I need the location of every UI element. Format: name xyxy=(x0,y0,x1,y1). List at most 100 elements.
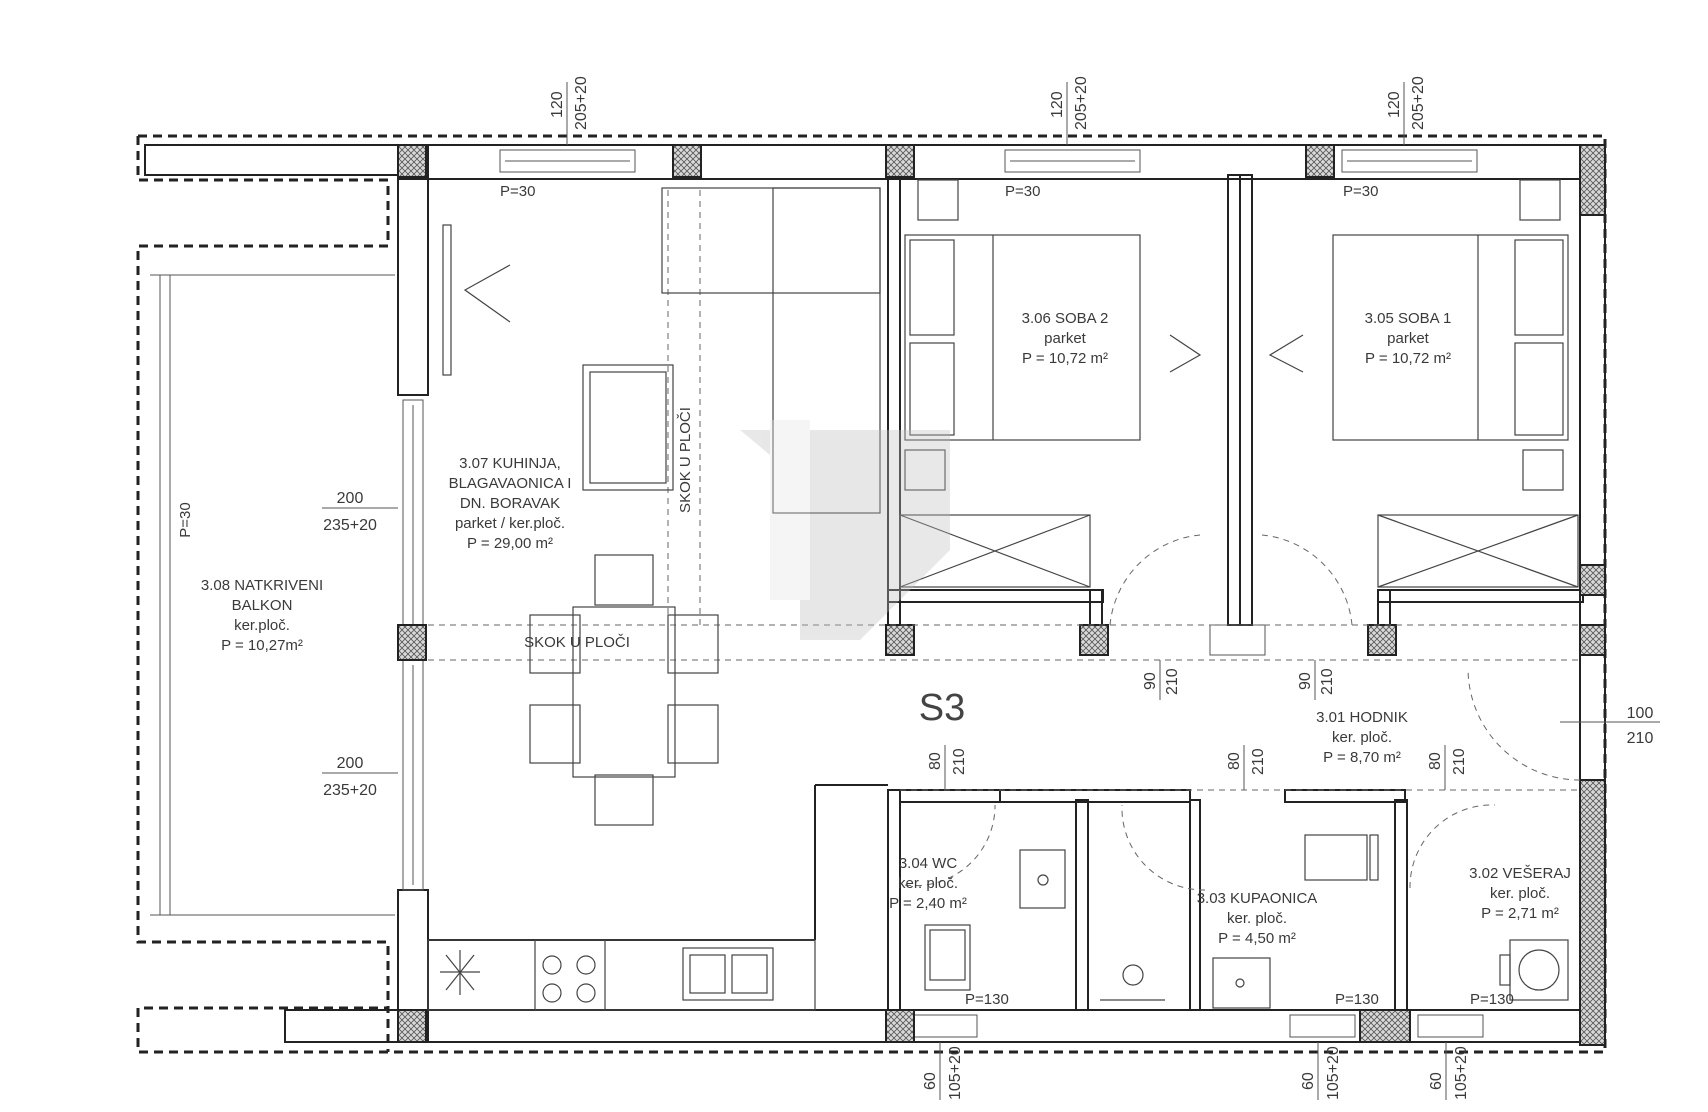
svg-text:BLAGAVAONICA I: BLAGAVAONICA I xyxy=(449,475,572,492)
slab-step-lines xyxy=(428,190,1580,791)
svg-text:200: 200 xyxy=(337,490,364,507)
parapet-label: P=30 xyxy=(1343,183,1378,200)
svg-text:120: 120 xyxy=(549,91,566,118)
svg-text:3.04 WC: 3.04 WC xyxy=(899,855,958,872)
room-label-hodnik: 3.01 HODNIK ker. ploč. P = 8,70 m² xyxy=(1316,709,1408,766)
svg-text:90: 90 xyxy=(1297,672,1314,690)
sanitary-fixtures xyxy=(924,834,1569,1009)
svg-text:80: 80 xyxy=(1226,752,1243,770)
interior-walls xyxy=(428,174,1584,1021)
svg-text:120: 120 xyxy=(1049,91,1066,118)
dimension-top-3: 120 205+20 xyxy=(1386,76,1427,145)
svg-text:3.01 HODNIK: 3.01 HODNIK xyxy=(1316,709,1408,726)
svg-text:P = 2,71 m²: P = 2,71 m² xyxy=(1481,905,1559,922)
room-label-soba2: 3.06 SOBA 2 parket P = 10,72 m² xyxy=(1022,310,1109,367)
parapet-label: P=30 xyxy=(1005,183,1040,200)
svg-text:ker.ploč.: ker.ploč. xyxy=(234,617,290,634)
dimension-left-1: 200 235+20 xyxy=(322,490,398,534)
dimension-top-2: 120 205+20 xyxy=(1049,76,1090,145)
svg-text:P = 2,40 m²: P = 2,40 m² xyxy=(889,895,967,912)
room-label-wc: 3.04 WC ker. ploč. P = 2,40 m² xyxy=(889,855,967,912)
svg-text:210: 210 xyxy=(1319,668,1336,695)
door-swings xyxy=(904,534,1581,891)
dimension-door-vesera: 80 210 xyxy=(1427,745,1468,790)
dimension-door-kupaonica: 80 210 xyxy=(1226,745,1267,790)
svg-text:ker. ploč.: ker. ploč. xyxy=(1332,729,1392,746)
unit-label: S3 xyxy=(919,687,965,729)
svg-text:P = 4,50 m²: P = 4,50 m² xyxy=(1218,930,1296,947)
svg-text:DN. BORAVAK: DN. BORAVAK xyxy=(460,495,560,512)
room-label-soba1: 3.05 SOBA 1 parket P = 10,72 m² xyxy=(1365,310,1452,367)
svg-text:ker. ploč.: ker. ploč. xyxy=(1490,885,1550,902)
dimension-entry-door: 100 210 xyxy=(1560,705,1660,747)
dimension-door-wc: 80 210 xyxy=(927,745,968,790)
svg-text:P = 8,70 m²: P = 8,70 m² xyxy=(1323,749,1401,766)
svg-text:60: 60 xyxy=(1300,1072,1317,1090)
dimension-bottom-3: 60 105+20 xyxy=(1428,1042,1470,1100)
parapet-label: P=130 xyxy=(1335,991,1379,1008)
watermark-logo xyxy=(740,420,950,640)
svg-text:210: 210 xyxy=(1250,748,1267,775)
skok-label-horizontal: SKOK U PLOČI xyxy=(524,634,630,651)
svg-text:205+20: 205+20 xyxy=(573,76,590,130)
svg-text:100: 100 xyxy=(1627,705,1654,722)
svg-text:210: 210 xyxy=(1451,748,1468,775)
dimension-door-soba2: 90 210 xyxy=(1142,660,1181,700)
svg-text:3.03 KUPAONICA: 3.03 KUPAONICA xyxy=(1197,890,1318,907)
svg-text:P = 10,72 m²: P = 10,72 m² xyxy=(1365,350,1451,367)
svg-text:205+20: 205+20 xyxy=(1410,76,1427,130)
svg-text:105+20: 105+20 xyxy=(1453,1046,1470,1100)
svg-text:3.08 NATKRIVENI: 3.08 NATKRIVENI xyxy=(201,577,323,594)
svg-text:BALKON: BALKON xyxy=(232,597,293,614)
svg-text:P = 10,27m²: P = 10,27m² xyxy=(221,637,303,654)
svg-text:3.05 SOBA 1: 3.05 SOBA 1 xyxy=(1365,310,1452,327)
soba1-furniture xyxy=(1268,179,1579,588)
room-label-kitchen: 3.07 KUHINJA, BLAGAVAONICA I DN. BORAVAK… xyxy=(449,455,572,552)
svg-text:60: 60 xyxy=(922,1072,939,1090)
svg-text:3.06 SOBA 2: 3.06 SOBA 2 xyxy=(1022,310,1109,327)
svg-text:80: 80 xyxy=(927,752,944,770)
svg-text:P = 10,72 m²: P = 10,72 m² xyxy=(1022,350,1108,367)
svg-text:210: 210 xyxy=(951,748,968,775)
dimension-top-1: 120 205+20 xyxy=(549,76,590,145)
room-label-balcony: 3.08 NATKRIVENI BALKON ker.ploč. P = 10,… xyxy=(201,577,323,654)
svg-text:parket / ker.ploč.: parket / ker.ploč. xyxy=(455,515,565,532)
svg-text:90: 90 xyxy=(1142,672,1159,690)
svg-text:210: 210 xyxy=(1164,668,1181,695)
dimension-door-soba1: 90 210 xyxy=(1297,660,1336,700)
svg-text:parket: parket xyxy=(1387,330,1430,347)
windows-top xyxy=(499,149,1478,173)
svg-text:120: 120 xyxy=(1386,91,1403,118)
svg-text:105+20: 105+20 xyxy=(1325,1046,1342,1100)
parapet-label: P=130 xyxy=(1470,991,1514,1008)
parapet-label: P=30 xyxy=(177,502,194,537)
dimension-bottom-2: 60 105+20 xyxy=(1300,1042,1342,1100)
svg-text:235+20: 235+20 xyxy=(323,782,377,799)
svg-text:ker. ploč.: ker. ploč. xyxy=(898,875,958,892)
outer-envelope xyxy=(136,134,1607,1054)
dimension-left-2: 200 235+20 xyxy=(322,755,398,799)
svg-text:60: 60 xyxy=(1428,1072,1445,1090)
svg-text:105+20: 105+20 xyxy=(947,1046,964,1100)
living-furniture xyxy=(442,187,881,826)
svg-text:80: 80 xyxy=(1427,752,1444,770)
kitchen-counter xyxy=(427,939,816,1011)
parapet-label: P=130 xyxy=(965,991,1009,1008)
svg-text:205+20: 205+20 xyxy=(1073,76,1090,130)
svg-text:3.07 KUHINJA,: 3.07 KUHINJA, xyxy=(459,455,561,472)
room-label-kupaonica: 3.03 KUPAONICA ker. ploč. P = 4,50 m² xyxy=(1197,890,1318,947)
svg-text:235+20: 235+20 xyxy=(323,517,377,534)
room-label-vesera: 3.02 VEŠERAJ ker. ploč. P = 2,71 m² xyxy=(1469,865,1571,922)
dimension-bottom-1: 60 105+20 xyxy=(922,1042,964,1100)
parapet-label: P=30 xyxy=(500,183,535,200)
skok-label-vertical: SKOK U PLOČI xyxy=(677,407,694,513)
svg-text:210: 210 xyxy=(1627,730,1654,747)
svg-text:3.02 VEŠERAJ: 3.02 VEŠERAJ xyxy=(1469,865,1571,882)
svg-text:200: 200 xyxy=(337,755,364,772)
svg-text:P = 29,00 m²: P = 29,00 m² xyxy=(467,535,553,552)
svg-text:parket: parket xyxy=(1044,330,1087,347)
soba2-furniture xyxy=(899,179,1202,588)
structural-columns xyxy=(397,144,1606,1046)
svg-text:ker. ploč.: ker. ploč. xyxy=(1227,910,1287,927)
